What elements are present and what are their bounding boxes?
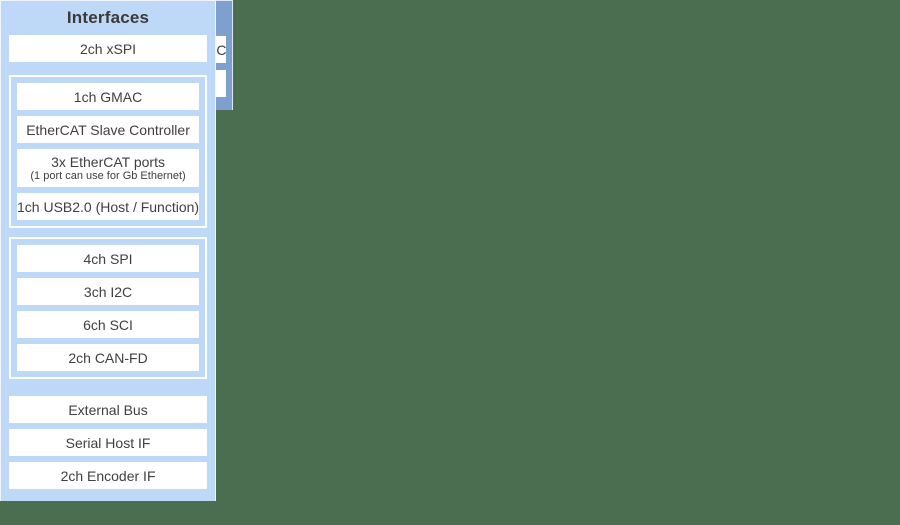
interfaces-item-sci: 6ch SCI <box>17 311 200 338</box>
interfaces-item-i2c: 3ch I2C <box>17 278 200 305</box>
interfaces-item-label: 2ch Encoder IF <box>60 467 156 484</box>
ethercat-ports-note: (1 port can use for Gb Ethernet) <box>30 169 186 182</box>
interfaces-item-label: 1ch GMAC <box>73 88 143 105</box>
interfaces-item-external-bus: External Bus <box>9 396 208 423</box>
interfaces-item-canfd: 2ch CAN-FD <box>17 344 200 371</box>
interfaces-title: Interfaces <box>66 8 150 27</box>
interfaces-item-gmac: 1ch GMAC <box>17 83 200 110</box>
interfaces-item-label: External Bus <box>68 401 148 418</box>
interfaces-item-ethercat-slave: EtherCAT Slave Controller <box>17 116 200 143</box>
ethercat-ports-label: 3x EtherCAT ports <box>51 153 165 170</box>
interfaces-item-label: EtherCAT Slave Controller <box>26 121 190 138</box>
interfaces-item-serial-host-if: Serial Host IF <box>9 429 208 456</box>
interfaces-serial-group: 4ch SPI 3ch I2C 6ch SCI 2ch CAN-FD <box>9 237 208 379</box>
interfaces-item-encoder-if: 2ch Encoder IF <box>9 462 208 489</box>
interfaces-ethernet-group: 1ch GMAC EtherCAT Slave Controller 3x Et… <box>9 75 208 228</box>
interfaces-item-spi: 4ch SPI <box>17 245 200 272</box>
interfaces-block: Interfaces 2ch xSPI 1ch GMAC EtherCAT Sl… <box>0 0 217 501</box>
interfaces-item-label: 6ch SCI <box>83 316 133 333</box>
interfaces-item-label: 1ch USB2.0 (Host / Function) <box>17 198 200 215</box>
interfaces-item-label: 2ch xSPI <box>80 40 137 57</box>
interfaces-item-ethercat-ports: 3x EtherCAT ports (1 port can use for Gb… <box>17 149 200 187</box>
interfaces-item-usb: 1ch USB2.0 (Host / Function) <box>17 193 200 220</box>
interfaces-item-xspi: 2ch xSPI <box>9 35 208 62</box>
interfaces-item-label: 4ch SPI <box>83 250 133 267</box>
interfaces-item-label: 2ch CAN-FD <box>68 349 148 366</box>
interfaces-item-label: Serial Host IF <box>65 434 151 451</box>
interfaces-item-label: 3ch I2C <box>83 283 133 300</box>
